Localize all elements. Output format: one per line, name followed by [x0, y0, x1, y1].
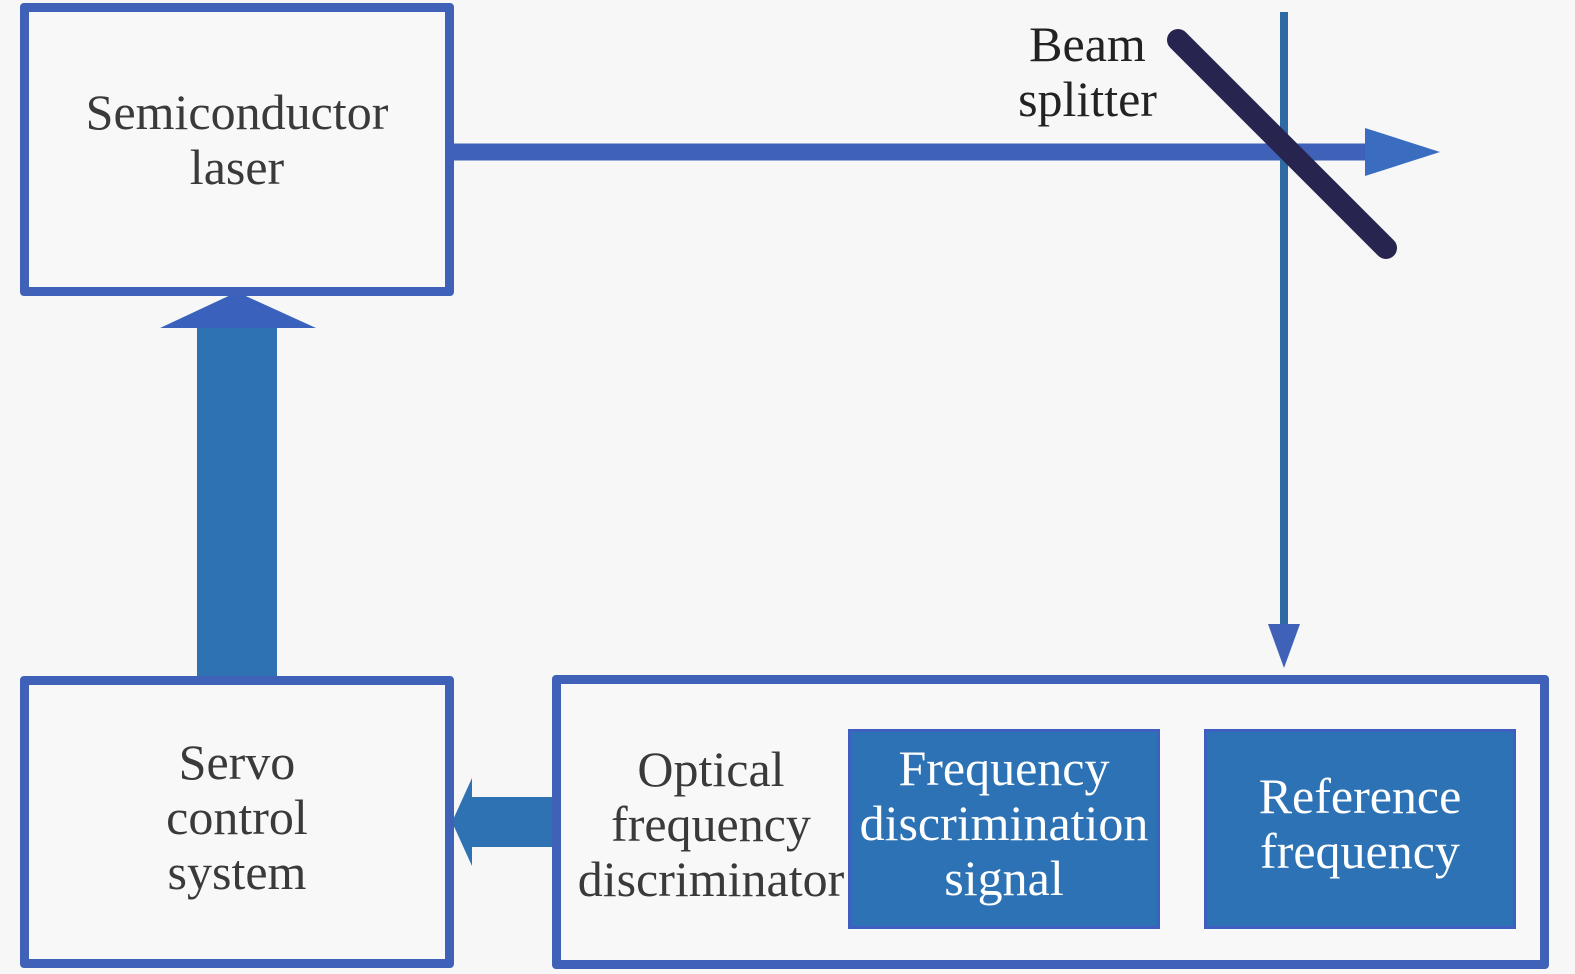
feedback-arrowhead	[160, 292, 316, 328]
split-beam-arrowhead	[1268, 624, 1300, 668]
servo-label-line-3: system	[167, 843, 307, 900]
beam-splitter-label-line-1: Beam	[1029, 16, 1146, 72]
signal-label-line-3: signal	[944, 849, 1064, 906]
frequency-discrimination-signal-label: Frequency discrimination signal	[859, 739, 1149, 906]
output-arrowhead	[1365, 128, 1440, 176]
laser-label-line-2: laser	[189, 138, 285, 195]
feedback-arrow-shaft	[197, 328, 277, 678]
discriminator-label-line-1: Optical	[637, 741, 785, 797]
beam-splitter-icon	[1167, 29, 1397, 259]
semiconductor-laser-label: Semiconductor laser	[85, 83, 389, 195]
signal-label-line-1: Frequency	[898, 739, 1110, 796]
reference-frequency-label: Reference frequency	[1259, 769, 1462, 879]
frequency-discrimination-signal-block: Frequency discrimination signal	[848, 729, 1160, 929]
discriminator-to-servo-arrowhead	[452, 778, 472, 866]
servo-label-line-1: Servo	[178, 733, 296, 790]
reference-label-line-1: Reference	[1258, 768, 1462, 824]
reference-label-line-2: frequency	[1260, 823, 1460, 879]
reference-frequency-block: Reference frequency	[1204, 729, 1516, 929]
signal-label-line-2: discrimination	[859, 794, 1149, 851]
servo-control-label: Servo control system	[166, 733, 308, 900]
semiconductor-laser-block: Semiconductor laser	[20, 3, 454, 296]
servo-label-line-2: control	[166, 788, 308, 845]
laser-label-line-1: Semiconductor	[85, 83, 389, 140]
beam-splitter-label: Beam splitter	[1000, 17, 1175, 127]
servo-control-block: Servo control system	[20, 676, 454, 968]
discriminator-label-line-3: discriminator	[577, 851, 845, 907]
optical-frequency-discriminator-label: Optical frequency discriminator	[572, 742, 850, 907]
beam-splitter-label-line-2: splitter	[1018, 71, 1157, 127]
discriminator-label-line-2: frequency	[611, 796, 811, 852]
discriminator-to-servo-shaft	[470, 797, 558, 847]
